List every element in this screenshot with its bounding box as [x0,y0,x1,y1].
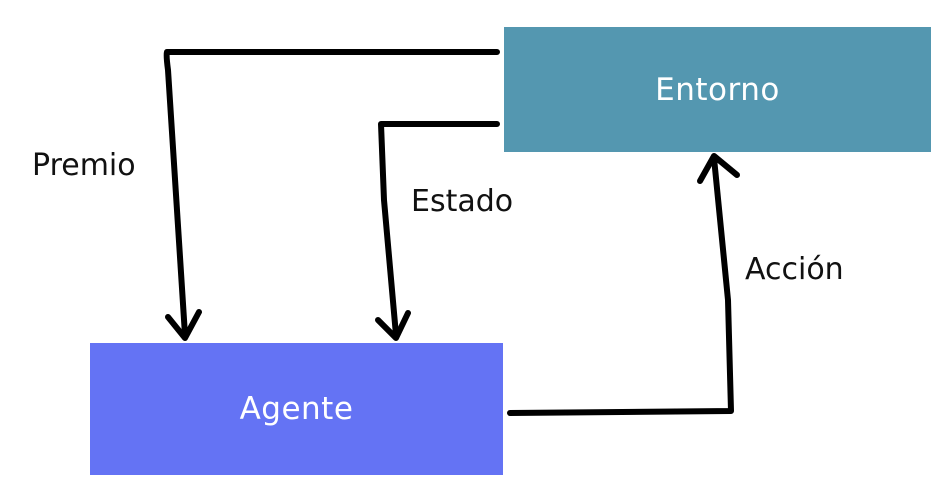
reward-arrow-head [165,309,202,341]
state-arrow-line [378,121,500,338]
agent-node: Agente [90,343,503,475]
reward-edge-label: Premio [32,148,136,183]
agent-label: Agente [239,391,354,427]
action-arrow-line [507,155,734,416]
action-edge-label: Acción [745,252,844,287]
environment-node: Entorno [504,27,931,152]
environment-label: Entorno [655,71,780,108]
action-arrow-head [697,153,740,184]
state-arrow-head [375,310,411,341]
state-edge-label: Estado [411,184,514,219]
